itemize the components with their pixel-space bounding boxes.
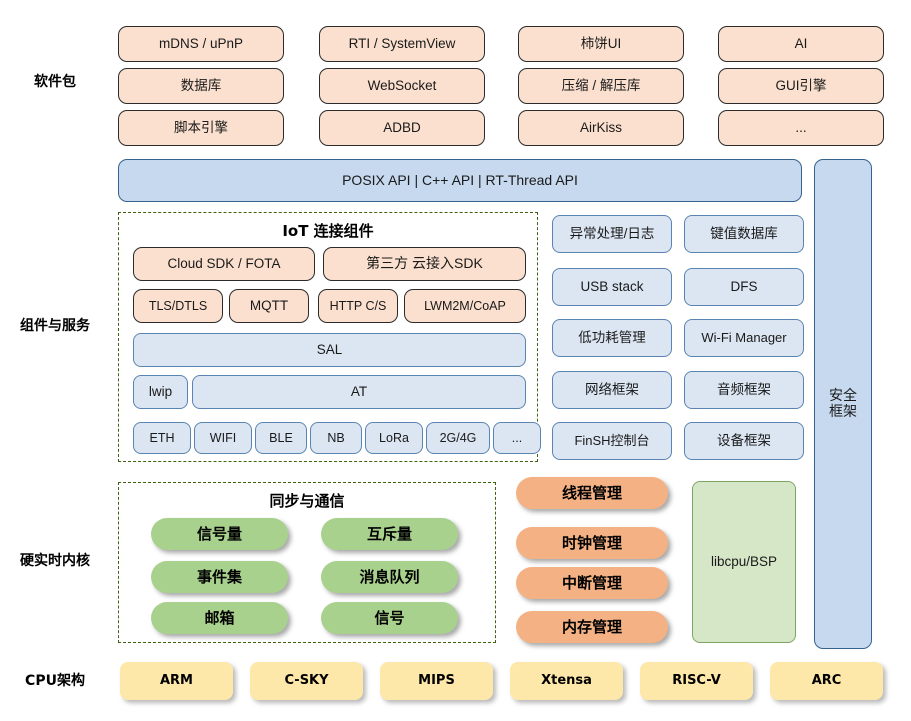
kernel-sync-group [118,482,496,643]
row-label-cpu-architecture: CPU架构 [25,673,85,689]
security-framework-box[interactable]: 安全 框架 [814,159,872,649]
kernel-thread-management[interactable]: 线程管理 [516,477,668,509]
kernel-semaphore[interactable]: 信号量 [151,518,288,550]
api-bar[interactable]: POSIX API | C++ API | RT-Thread API [118,159,802,202]
security-framework-line1: 安全 [829,387,857,404]
kernel-mailbox[interactable]: 邮箱 [151,602,288,634]
iot-link-more[interactable]: ... [493,422,541,454]
component-dfs[interactable]: DFS [684,268,804,306]
cpu-arch-arm[interactable]: ARM [120,662,233,700]
cpu-arch-risc-v[interactable]: RISC-V [640,662,753,700]
cpu-arch-mips[interactable]: MIPS [380,662,493,700]
iot-lwip[interactable]: lwip [133,375,188,409]
package-compression-library[interactable]: 压缩 / 解压库 [518,68,684,104]
cpu-arch-c-sky[interactable]: C-SKY [250,662,363,700]
package-script-engine[interactable]: 脚本引擎 [118,110,284,146]
iot-tls-dtls[interactable]: TLS/DTLS [133,289,223,323]
package-websocket[interactable]: WebSocket [319,68,485,104]
iot-group-title: IoT 连接组件 [282,222,374,240]
kernel-event-set[interactable]: 事件集 [151,561,288,593]
component-usb-stack[interactable]: USB stack [552,268,672,306]
package-airkiss[interactable]: AirKiss [518,110,684,146]
row-label-components-services: 组件与服务 [20,318,90,334]
package-gui-engine[interactable]: GUI引擎 [718,68,884,104]
component-network-framework[interactable]: 网络框架 [552,371,672,409]
kernel-message-queue[interactable]: 消息队列 [321,561,458,593]
cpu-arch-xtensa[interactable]: Xtensa [510,662,623,700]
kernel-interrupt-management[interactable]: 中断管理 [516,567,668,599]
iot-connectivity-group [118,212,538,462]
package-persimmon-ui[interactable]: 柿饼UI [518,26,684,62]
component-wifi-manager[interactable]: Wi-Fi Manager [684,319,804,357]
kernel-clock-management[interactable]: 时钟管理 [516,527,668,559]
iot-at[interactable]: AT [192,375,526,409]
component-finsh-console[interactable]: FinSH控制台 [552,422,672,460]
kernel-signal[interactable]: 信号 [321,602,458,634]
row-label-hard-realtime-kernel: 硬实时内核 [20,553,90,569]
package-rti-systemview[interactable]: RTI / SystemView [319,26,485,62]
iot-third-party-cloud-sdk[interactable]: 第三方 云接入SDK [323,247,526,281]
kernel-sync-group-title: 同步与通信 [269,492,345,510]
iot-link-2g-4g[interactable]: 2G/4G [426,422,490,454]
iot-sal-layer[interactable]: SAL [133,333,526,367]
package-adbd[interactable]: ADBD [319,110,485,146]
iot-mqtt[interactable]: MQTT [229,289,309,323]
package-more[interactable]: ... [718,110,884,146]
iot-link-ble[interactable]: BLE [255,422,307,454]
package-database[interactable]: 数据库 [118,68,284,104]
component-device-framework[interactable]: 设备框架 [684,422,804,460]
security-framework-line2: 框架 [829,403,857,419]
iot-cloud-sdk-fota[interactable]: Cloud SDK / FOTA [133,247,315,281]
component-exception-log[interactable]: 异常处理/日志 [552,215,672,253]
iot-link-wifi[interactable]: WIFI [194,422,252,454]
package-ai[interactable]: AI [718,26,884,62]
iot-link-eth[interactable]: ETH [133,422,191,454]
cpu-arch-arc[interactable]: ARC [770,662,883,700]
component-key-value-database[interactable]: 键值数据库 [684,215,804,253]
iot-link-lora[interactable]: LoRa [365,422,423,454]
iot-http-cs[interactable]: HTTP C/S [318,289,398,323]
package-mdns-upnp[interactable]: mDNS / uPnP [118,26,284,62]
iot-link-nb[interactable]: NB [310,422,362,454]
component-audio-framework[interactable]: 音频框架 [684,371,804,409]
kernel-mutex[interactable]: 互斥量 [321,518,458,550]
component-low-power-management[interactable]: 低功耗管理 [552,319,672,357]
kernel-libcpu-bsp[interactable]: libcpu/BSP [692,481,796,643]
iot-lwm2m-coap[interactable]: LWM2M/CoAP [404,289,526,323]
row-label-software-packages: 软件包 [34,74,76,90]
kernel-memory-management[interactable]: 内存管理 [516,611,668,643]
